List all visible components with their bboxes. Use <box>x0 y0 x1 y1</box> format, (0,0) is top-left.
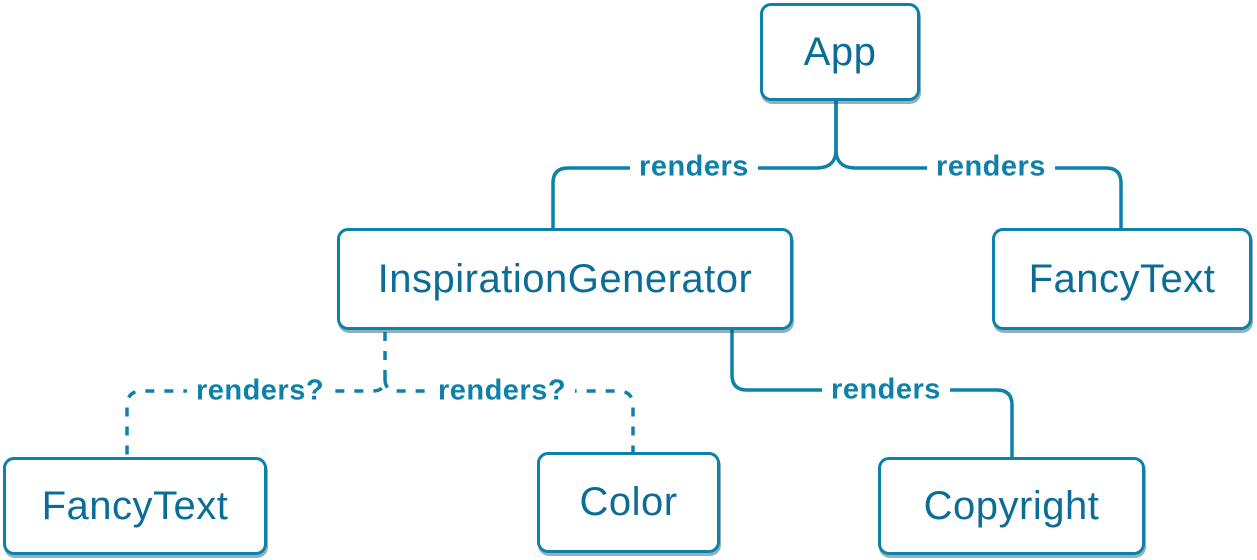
node-copyright: Copyright <box>878 457 1145 555</box>
edge-label-inspirationgenerator-fancytext: renders? <box>186 376 334 406</box>
node-app: App <box>760 3 920 101</box>
edge-label-app-fancytext: renders <box>927 152 1055 182</box>
node-color: Color <box>537 452 720 553</box>
edge-label-app-inspirationgenerator: renders <box>630 152 758 182</box>
node-inspiration-generator: InspirationGenerator <box>337 228 793 330</box>
edge-label-inspirationgenerator-color: renders? <box>428 376 576 406</box>
edge-inspirationgenerator-color-dashed <box>383 378 635 452</box>
node-fancy-text-bottom: FancyText <box>3 457 267 555</box>
node-fancy-text-top: FancyText <box>992 228 1252 330</box>
edge-label-inspirationgenerator-copyright: renders <box>822 375 950 405</box>
